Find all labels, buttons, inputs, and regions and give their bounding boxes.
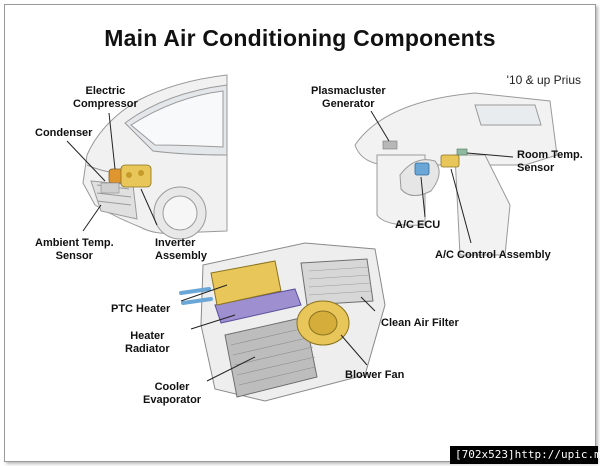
label-heater-radiator: Heater Radiator bbox=[125, 330, 170, 355]
compressor-inverter-parts bbox=[100, 164, 152, 194]
label-condenser: Condenser bbox=[35, 127, 93, 139]
diagram-title: Main Air Conditioning Components bbox=[104, 25, 496, 51]
label-electric-compressor-text: Electric Compressor bbox=[73, 85, 138, 110]
label-ptc-heater: PTC Heater bbox=[111, 303, 171, 315]
label-clean-air-filter: Clean Air Filter bbox=[381, 317, 459, 329]
label-ambient-temp-sensor: Ambient Temp. Sensor bbox=[35, 237, 114, 262]
leader-lines bbox=[66, 110, 514, 382]
model-year-note: '10 & up Prius bbox=[506, 73, 581, 87]
label-inverter-assembly: Inverter Assembly bbox=[155, 237, 207, 262]
label-room-temp-sensor: Room Temp. Sensor bbox=[517, 149, 583, 174]
label-ac-control-assembly: A/C Control Assembly bbox=[435, 249, 551, 261]
diagram-frame: Main Air Conditioning Components '10 & u… bbox=[4, 4, 596, 462]
label-plasmacluster-generator: Plasmacluster Generator bbox=[311, 85, 386, 110]
car-front-illustration bbox=[82, 74, 228, 240]
label-ac-ecu: A/C ECU bbox=[395, 219, 441, 231]
dashboard-components bbox=[382, 140, 468, 176]
label-blower-fan: Blower Fan bbox=[345, 369, 405, 381]
label-electric-compressor: Electric Compressor bbox=[73, 85, 138, 111]
dashboard-illustration bbox=[354, 92, 558, 256]
image-host-footer: [702x523]http://upic.me/ bbox=[450, 446, 600, 464]
illustration bbox=[66, 74, 558, 402]
label-cooler-evaporator: Cooler Evaporator bbox=[143, 381, 202, 406]
